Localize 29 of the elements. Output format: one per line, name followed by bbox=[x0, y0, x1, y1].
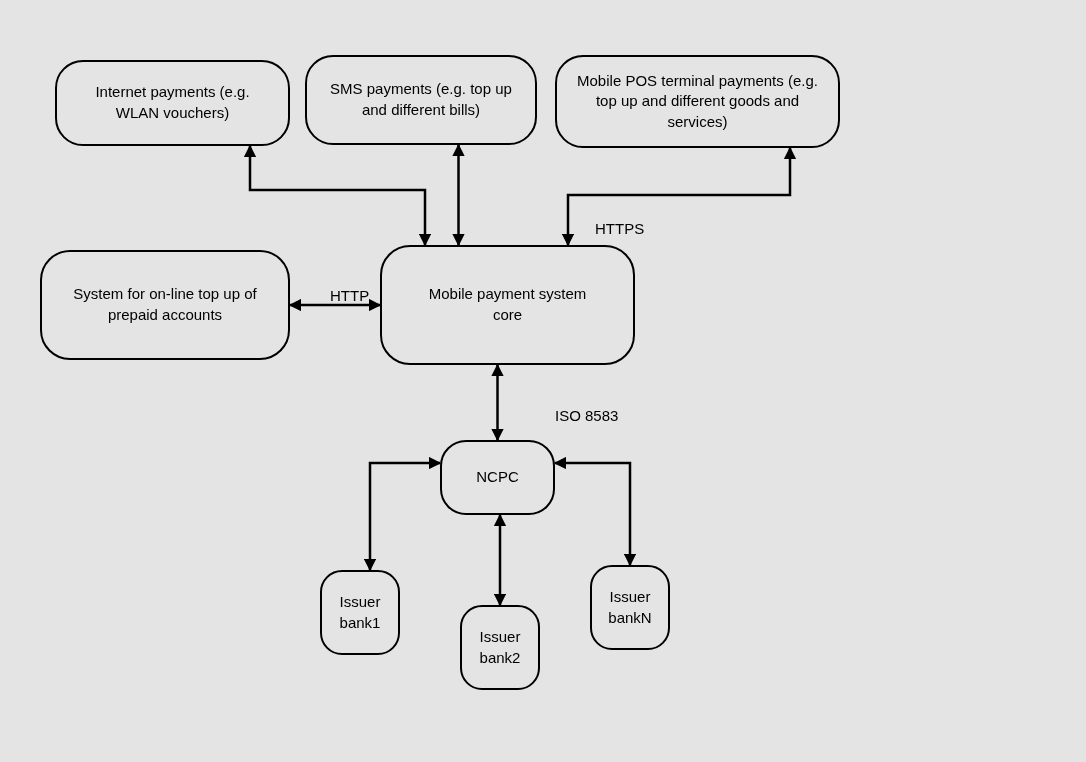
box-label: Internet payments (e.g. WLAN vouchers) bbox=[94, 82, 251, 123]
box-label: Mobile POS terminal payments (e.g. top up and different goods and services) bbox=[577, 70, 818, 132]
double-arrow bbox=[288, 298, 382, 312]
rounded-box bbox=[55, 60, 290, 146]
double-arrow bbox=[243, 144, 432, 247]
box-label: SMS payments (e.g. top up and different bills) bbox=[329, 79, 513, 120]
box-label: Issuer bank2 bbox=[478, 626, 522, 668]
double-arrow bbox=[553, 456, 637, 567]
edge-label: HTTPS bbox=[595, 219, 645, 239]
rounded-box bbox=[305, 55, 537, 145]
box-label: System for on-line top up of prepaid accounts bbox=[72, 284, 258, 325]
box-label: Mobile payment system core bbox=[427, 284, 588, 325]
edge-label: ISO 8583 bbox=[555, 406, 619, 426]
rounded-box bbox=[380, 245, 635, 365]
box-label: Issuer bank1 bbox=[338, 591, 382, 633]
double-arrow bbox=[452, 143, 465, 247]
double-arrow bbox=[363, 456, 442, 572]
rounded-box bbox=[40, 250, 290, 360]
rounded-box bbox=[555, 55, 840, 148]
rounded-box bbox=[440, 440, 555, 515]
box-label: Issuer bankN bbox=[607, 586, 653, 628]
rounded-box bbox=[590, 565, 670, 650]
double-arrow bbox=[491, 363, 504, 442]
rounded-box bbox=[320, 570, 400, 655]
double-arrow bbox=[561, 146, 797, 247]
rounded-box bbox=[460, 605, 540, 690]
box-label: NCPC bbox=[476, 467, 519, 488]
edge-label: HTTP bbox=[330, 286, 370, 306]
double-arrow bbox=[493, 513, 507, 607]
